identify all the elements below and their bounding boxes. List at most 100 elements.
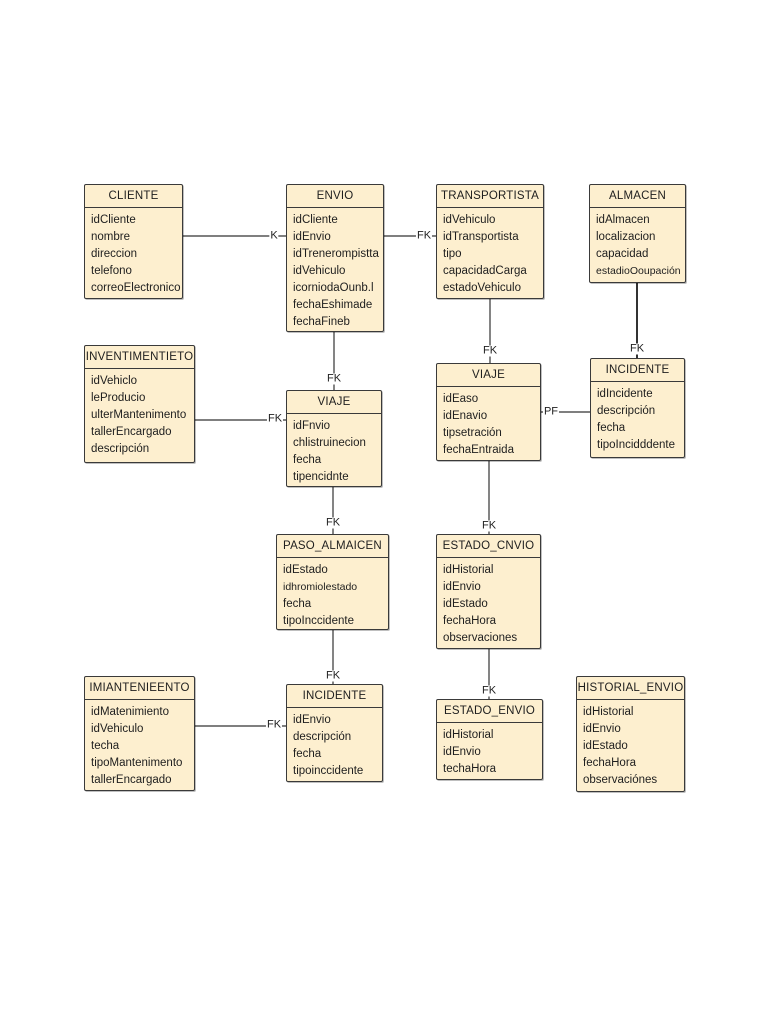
entity-historial-envio[interactable]: HISTORIAL_ENVIO idHistorial idEnvio idEs… bbox=[576, 676, 685, 792]
entity-title: IMIANTENIEENTO bbox=[85, 677, 194, 700]
fk-label-estado-cnvio-estado-envio: FK bbox=[480, 684, 498, 697]
attribute: direccion bbox=[91, 248, 138, 260]
attribute: ulterMantenimento bbox=[91, 409, 187, 421]
attribute: estadioOoupación bbox=[596, 265, 681, 277]
fk-label-cliente-envio: K bbox=[269, 229, 279, 242]
attribute: capacidad bbox=[596, 248, 649, 260]
attribute: chlistruinecion bbox=[293, 437, 366, 449]
attribute: idVehiculo bbox=[293, 265, 346, 277]
entity-transportista[interactable]: TRANSPORTISTA idVehiculo idTransportista… bbox=[436, 184, 544, 299]
attribute: tallerEncargado bbox=[91, 774, 172, 786]
attribute: fechaFineb bbox=[293, 316, 350, 328]
attribute: idEnavio bbox=[443, 410, 488, 422]
fk-label-transportista-viaje: FK bbox=[481, 344, 499, 357]
entity-paso-almacen[interactable]: PASO_ALMAICEN idEstado idhromiolestado f… bbox=[276, 534, 389, 630]
entity-title: INCIDENTE bbox=[287, 685, 382, 708]
attribute: idTrenerompistta bbox=[293, 248, 379, 260]
attribute: idFnvio bbox=[293, 420, 331, 432]
attribute: fecha bbox=[283, 598, 312, 610]
entity-incidente-top[interactable]: INCIDENTE idIncidente descripción fecha … bbox=[590, 358, 685, 458]
attribute: idEstado bbox=[583, 740, 628, 752]
attribute: idEnvio bbox=[583, 723, 621, 735]
attribute: idTransportista bbox=[443, 231, 519, 243]
attribute: idEstado bbox=[283, 564, 328, 576]
attribute: techaHora bbox=[443, 763, 497, 775]
attribute: idEnvio bbox=[293, 231, 331, 243]
attribute: fecha bbox=[293, 454, 322, 466]
attribute: techa bbox=[91, 740, 120, 752]
fk-label-viaje-estado-cnvio: FK bbox=[480, 519, 498, 532]
entity-title: ESTADO_CNVIO bbox=[437, 535, 540, 558]
entity-title: ENVIO bbox=[287, 185, 383, 208]
fk-label-incidente-viaje: PF bbox=[542, 405, 560, 418]
entity-title: INVENTIMENTIETO bbox=[85, 346, 194, 369]
entity-almacen[interactable]: ALMACEN idAlmacen localizacion capacidad… bbox=[589, 184, 686, 283]
attribute: correoElectronico bbox=[91, 282, 181, 294]
attribute: tipsetración bbox=[443, 427, 502, 439]
attribute: tipencidnte bbox=[293, 471, 349, 483]
attribute: idCliente bbox=[91, 214, 136, 226]
entity-title: ALMACEN bbox=[590, 185, 685, 208]
attribute: nombre bbox=[91, 231, 130, 243]
attribute: icorniodaOunb.l bbox=[293, 282, 374, 294]
attribute: idIncidente bbox=[597, 388, 653, 400]
attribute: idEnvio bbox=[293, 714, 331, 726]
attribute: idVehiculo bbox=[91, 723, 144, 735]
attribute: tipoMantenimento bbox=[91, 757, 183, 769]
attribute: observaciones bbox=[443, 632, 518, 644]
fk-label-inventimientieto-viaje: FK bbox=[266, 412, 284, 425]
attribute: tallerEncargado bbox=[91, 426, 172, 438]
entity-title: VIAJE bbox=[437, 364, 540, 387]
attribute: idHistorial bbox=[443, 729, 494, 741]
entity-cliente[interactable]: CLIENTE idCliente nombre direccion telef… bbox=[84, 184, 183, 299]
attribute: telefono bbox=[91, 265, 132, 277]
attribute: idMatenimiento bbox=[91, 706, 169, 718]
attribute: tipoIncidddente bbox=[597, 439, 676, 451]
attribute: tipoinccidente bbox=[293, 765, 364, 777]
attribute: idEstado bbox=[443, 598, 488, 610]
attribute: idAlmacen bbox=[596, 214, 650, 226]
entity-mantenimiento[interactable]: IMIANTENIEENTO idMatenimiento idVehiculo… bbox=[84, 676, 195, 791]
attribute: idEaso bbox=[443, 393, 479, 405]
fk-label-mantenimiento-incidente: FK bbox=[265, 718, 283, 731]
entity-estado-envio[interactable]: ESTADO_ENVIO idHistorial idEnvio techaHo… bbox=[436, 699, 543, 780]
entity-title: VIAJE bbox=[287, 391, 381, 414]
attribute: tipo bbox=[443, 248, 462, 260]
fk-label-viaje-paso-almacen: FK bbox=[324, 516, 342, 529]
entity-title: CLIENTE bbox=[85, 185, 182, 208]
attribute: idHistorial bbox=[583, 706, 634, 718]
entity-viaje-right[interactable]: VIAJE idEaso idEnavio tipsetración fecha… bbox=[436, 363, 541, 461]
attribute: descripción bbox=[91, 443, 150, 455]
entity-incidente-bottom[interactable]: INCIDENTE idEnvio descripción fecha tipo… bbox=[286, 684, 383, 782]
attribute: descripción bbox=[293, 731, 352, 743]
attribute: idCliente bbox=[293, 214, 338, 226]
attribute: fechaHora bbox=[443, 615, 497, 627]
attribute: idhromiolestado bbox=[283, 581, 358, 593]
fk-label-almacen-incidente: FK bbox=[628, 342, 646, 355]
attribute: idVehiculo bbox=[443, 214, 496, 226]
entity-estado-cnvio[interactable]: ESTADO_CNVIO idHistorial idEnvio idEstad… bbox=[436, 534, 541, 649]
attribute: idEnvio bbox=[443, 746, 481, 758]
entity-envio[interactable]: ENVIO idCliente idEnvio idTrenerompistta… bbox=[286, 184, 384, 332]
fk-label-transportista-envio: FK bbox=[415, 229, 433, 242]
attribute: observaciónes bbox=[583, 774, 658, 786]
attribute: descripción bbox=[597, 405, 656, 417]
attribute: idEnvio bbox=[443, 581, 481, 593]
fk-label-envio-viaje: FK bbox=[325, 372, 343, 385]
attribute: tipoInccidente bbox=[283, 615, 354, 627]
attribute: localizacion bbox=[596, 231, 656, 243]
entity-inventimientieto[interactable]: INVENTIMENTIETO idVehiclo leProducio ult… bbox=[84, 345, 195, 463]
attribute: capacidadCarga bbox=[443, 265, 527, 277]
entity-title: PASO_ALMAICEN bbox=[277, 535, 388, 558]
attribute: idVehiclo bbox=[91, 375, 138, 387]
entity-title: ESTADO_ENVIO bbox=[437, 700, 542, 723]
attribute: fechaEshimade bbox=[293, 299, 373, 311]
entity-viaje-left[interactable]: VIAJE idFnvio chlistruinecion fecha tipe… bbox=[286, 390, 382, 487]
attribute: fecha bbox=[293, 748, 322, 760]
attribute: idHistorial bbox=[443, 564, 494, 576]
attribute: fecha bbox=[597, 422, 626, 434]
entity-title: HISTORIAL_ENVIO bbox=[577, 677, 684, 700]
entity-title: TRANSPORTISTA bbox=[437, 185, 543, 208]
entity-title: INCIDENTE bbox=[591, 359, 684, 382]
